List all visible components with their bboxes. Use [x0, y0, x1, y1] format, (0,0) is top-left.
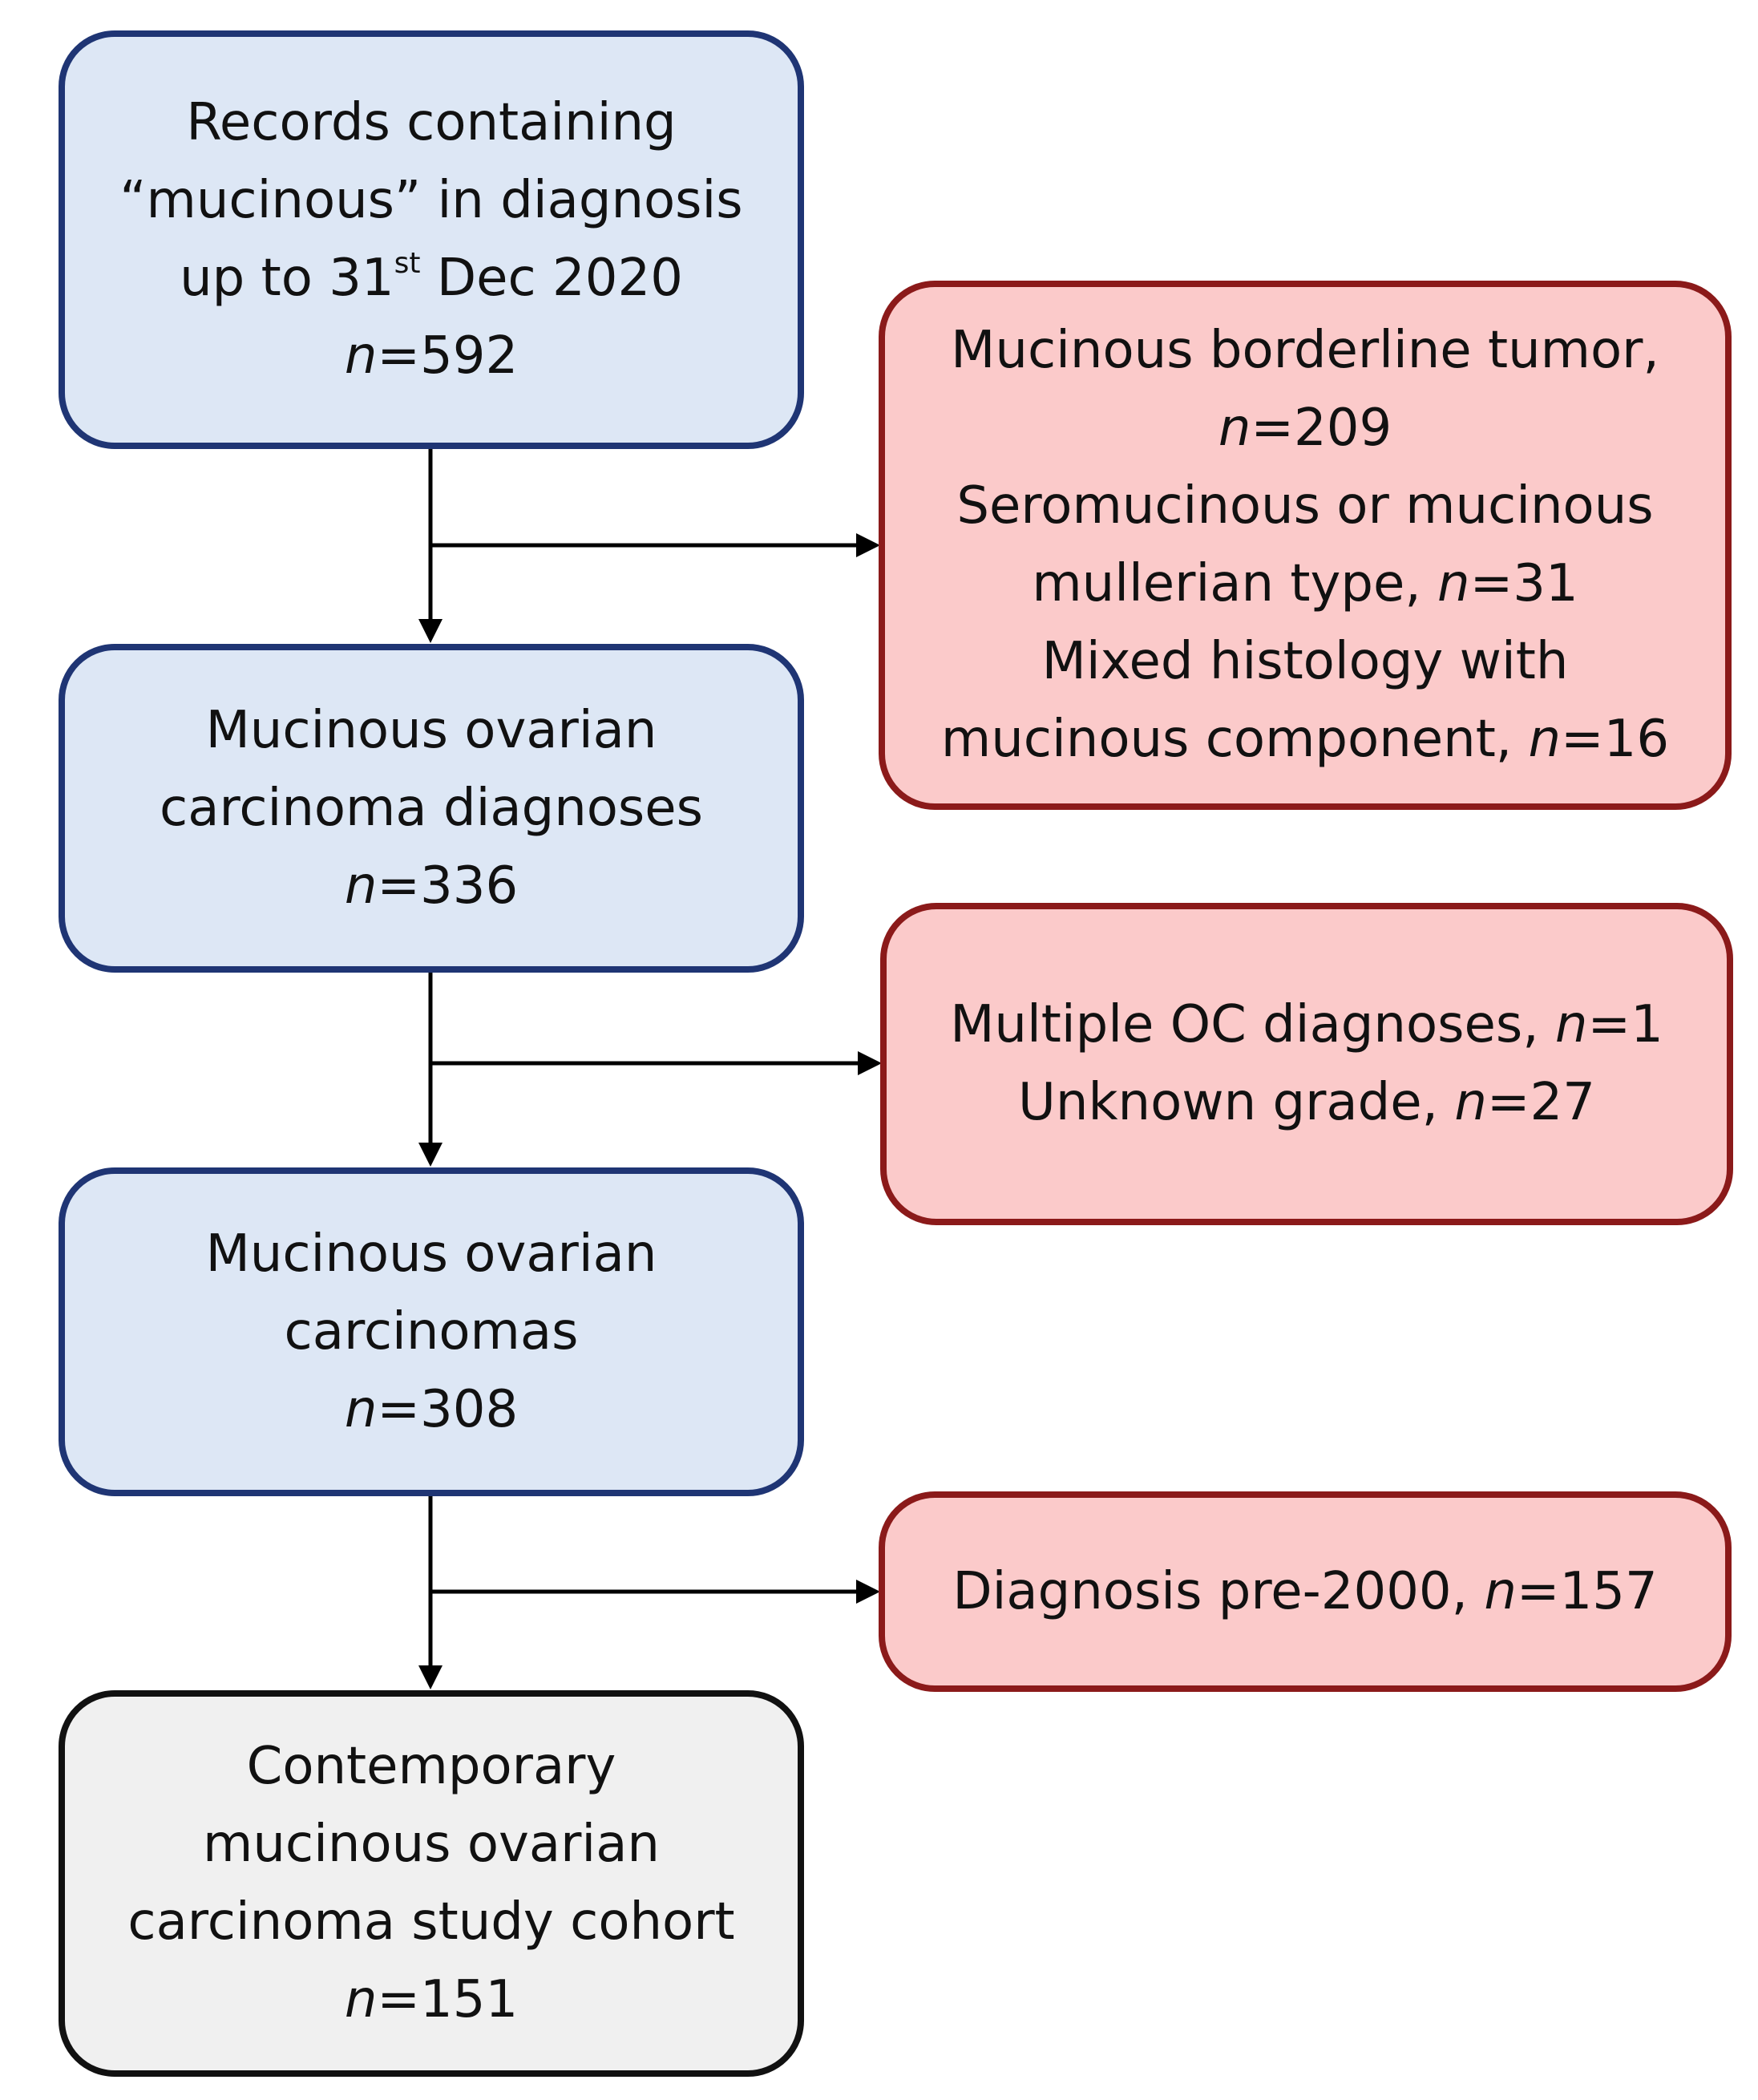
- moc-count: n=308: [344, 1379, 519, 1439]
- arrowhead-excluded-2: [858, 1051, 882, 1075]
- excluded-box-3: Diagnosis pre-2000, n=157: [879, 1491, 1732, 1692]
- excluded-1-line1: Mucinous borderline tumor,: [951, 321, 1659, 380]
- excluded-box-1: Mucinous borderline tumor, n=209 Seromuc…: [879, 281, 1732, 810]
- moc-diagnoses-line2: carcinoma diagnoses: [160, 778, 703, 838]
- moc-diagnoses-box: Mucinous ovarian carcinoma diagnoses n=3…: [59, 644, 804, 973]
- excluded-1-line5: Mixed histology with: [1041, 632, 1569, 691]
- excluded-2-line2: Unknown grade, n=27: [1018, 1073, 1595, 1132]
- arrowhead-moc: [418, 1143, 443, 1167]
- excluded-1-line2: n=209: [1218, 399, 1392, 458]
- cohort-line1: Contemporary: [246, 1737, 616, 1796]
- records-line1: Records containing: [186, 93, 677, 152]
- records-box: Records containing “mucinous” in diagnos…: [59, 30, 804, 449]
- records-count: n=592: [344, 326, 519, 386]
- excluded-1-line3: Seromucinous or mucinous: [956, 476, 1654, 536]
- moc-line1: Mucinous ovarian: [205, 1224, 657, 1284]
- cohort-box: Contemporary mucinous ovarian carcinoma …: [59, 1690, 804, 2077]
- moc-box: Mucinous ovarian carcinomas n=308: [59, 1167, 804, 1496]
- records-line2: “mucinous” in diagnosis: [119, 171, 743, 230]
- arrowhead-moc-diagnoses: [418, 619, 443, 643]
- arrowhead-cohort: [418, 1665, 443, 1689]
- excluded-1-line6: mucinous component, n=16: [940, 710, 1670, 769]
- cohort-count: n=151: [344, 1970, 519, 2029]
- cohort-line3: carcinoma study cohort: [127, 1892, 735, 1952]
- moc-line2: carcinomas: [284, 1301, 579, 1362]
- records-line3: up to 31st Dec 2020: [180, 246, 683, 308]
- moc-diagnoses-line1: Mucinous ovarian: [205, 700, 657, 760]
- arrowhead-excluded-1: [856, 533, 880, 557]
- arrowhead-excluded-3: [856, 1580, 880, 1604]
- excluded-box-2: Multiple OC diagnoses, n=1 Unknown grade…: [880, 903, 1733, 1225]
- moc-diagnoses-count: n=336: [344, 856, 519, 916]
- excluded-3-line1: Diagnosis pre-2000, n=157: [952, 1561, 1658, 1621]
- cohort-line2: mucinous ovarian: [203, 1815, 660, 1874]
- excluded-1-line4: mullerian type, n=31: [1032, 554, 1578, 613]
- excluded-2-line1: Multiple OC diagnoses, n=1: [950, 995, 1663, 1054]
